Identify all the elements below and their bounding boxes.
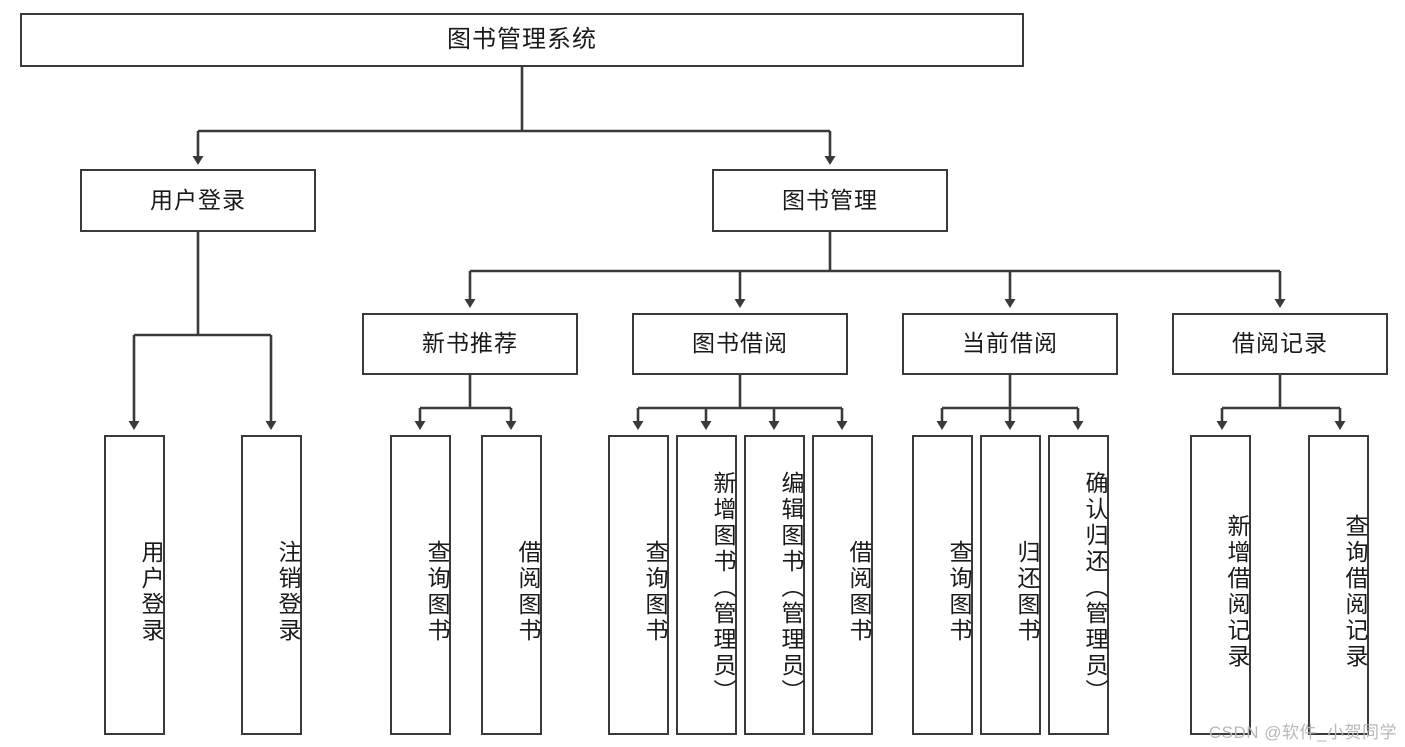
node-book-management[interactable]: 图书管理 — [712, 169, 948, 232]
node-new-book-recommend[interactable]: 新书推荐 — [362, 313, 578, 375]
leaf-book-borrow-add-book-admin[interactable]: 新增图书（管理员） — [676, 435, 737, 735]
leaf-new-book-borrow-book[interactable]: 借阅图书 — [481, 435, 542, 735]
node-borrow-record[interactable]: 借阅记录 — [1172, 313, 1388, 375]
leaf-borrow-record-add-record[interactable]: 新增借阅记录 — [1190, 435, 1251, 735]
leaf-borrow-record-query-record[interactable]: 查询借阅记录 — [1308, 435, 1369, 735]
node-root-book-management-system[interactable]: 图书管理系统 — [20, 13, 1024, 67]
node-user-login[interactable]: 用户登录 — [80, 169, 316, 232]
node-current-borrow[interactable]: 当前借阅 — [902, 313, 1118, 375]
leaf-new-book-query-book[interactable]: 查询图书 — [390, 435, 451, 735]
leaf-current-borrow-confirm-return-admin[interactable]: 确认归还（管理员） — [1048, 435, 1109, 735]
node-book-borrow[interactable]: 图书借阅 — [632, 313, 848, 375]
leaf-book-borrow-query-book[interactable]: 查询图书 — [608, 435, 669, 735]
leaf-book-borrow-borrow-book[interactable]: 借阅图书 — [812, 435, 873, 735]
leaf-user-login-login[interactable]: 用户登录 — [104, 435, 165, 735]
leaf-book-borrow-edit-book-admin[interactable]: 编辑图书（管理员） — [744, 435, 805, 735]
leaf-user-login-logout[interactable]: 注销登录 — [241, 435, 302, 735]
leaf-current-borrow-return-book[interactable]: 归还图书 — [980, 435, 1041, 735]
watermark-text: CSDN @软件_小贺同学 — [1208, 723, 1397, 742]
leaf-current-borrow-query-book[interactable]: 查询图书 — [912, 435, 973, 735]
